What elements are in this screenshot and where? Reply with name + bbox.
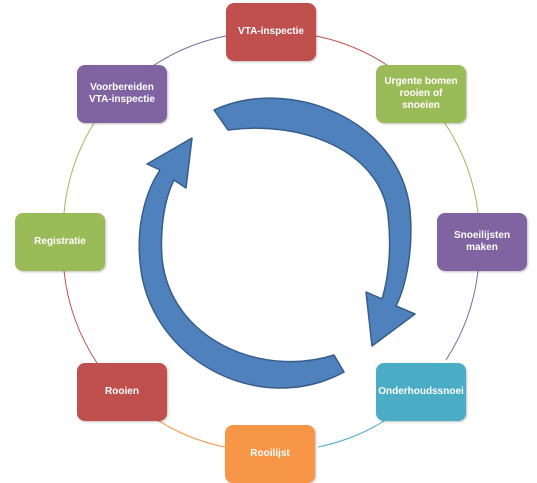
step-label: VTA-inspectie bbox=[238, 26, 304, 37]
step-label: Rooien bbox=[105, 386, 139, 397]
step-label: Onderhoudssnoei bbox=[378, 386, 464, 397]
step-label: Urgente bomen rooien of snoeien bbox=[384, 76, 458, 111]
step-voorbereiden: Voorbereiden VTA-inspectie bbox=[77, 65, 167, 123]
step-registratie: Registratie bbox=[15, 213, 105, 271]
step-snoeilijsten: Snoeilijsten maken bbox=[437, 213, 527, 271]
ring-segment bbox=[63, 122, 95, 214]
ring-segment bbox=[445, 270, 479, 361]
step-label: Voorbereiden VTA-inspectie bbox=[89, 82, 155, 105]
step-urgente-bomen: Urgente bomen rooien of snoeien bbox=[376, 65, 466, 123]
step-label: Rooilijst bbox=[250, 448, 290, 459]
cycle-arrow-right bbox=[213, 97, 416, 347]
step-onderhoudssnoei: Onderhoudssnoei bbox=[376, 363, 466, 421]
step-rooien: Rooien bbox=[77, 363, 167, 421]
step-vta-inspectie: VTA-inspectie bbox=[226, 3, 316, 61]
ring-segment bbox=[443, 121, 479, 214]
step-label: Registratie bbox=[34, 236, 86, 247]
ring-segment bbox=[63, 270, 98, 364]
cycle-arrow-left bbox=[138, 137, 345, 389]
step-label: Snoeilijsten maken bbox=[453, 230, 511, 253]
step-rooilijst: Rooilijst bbox=[225, 425, 315, 483]
